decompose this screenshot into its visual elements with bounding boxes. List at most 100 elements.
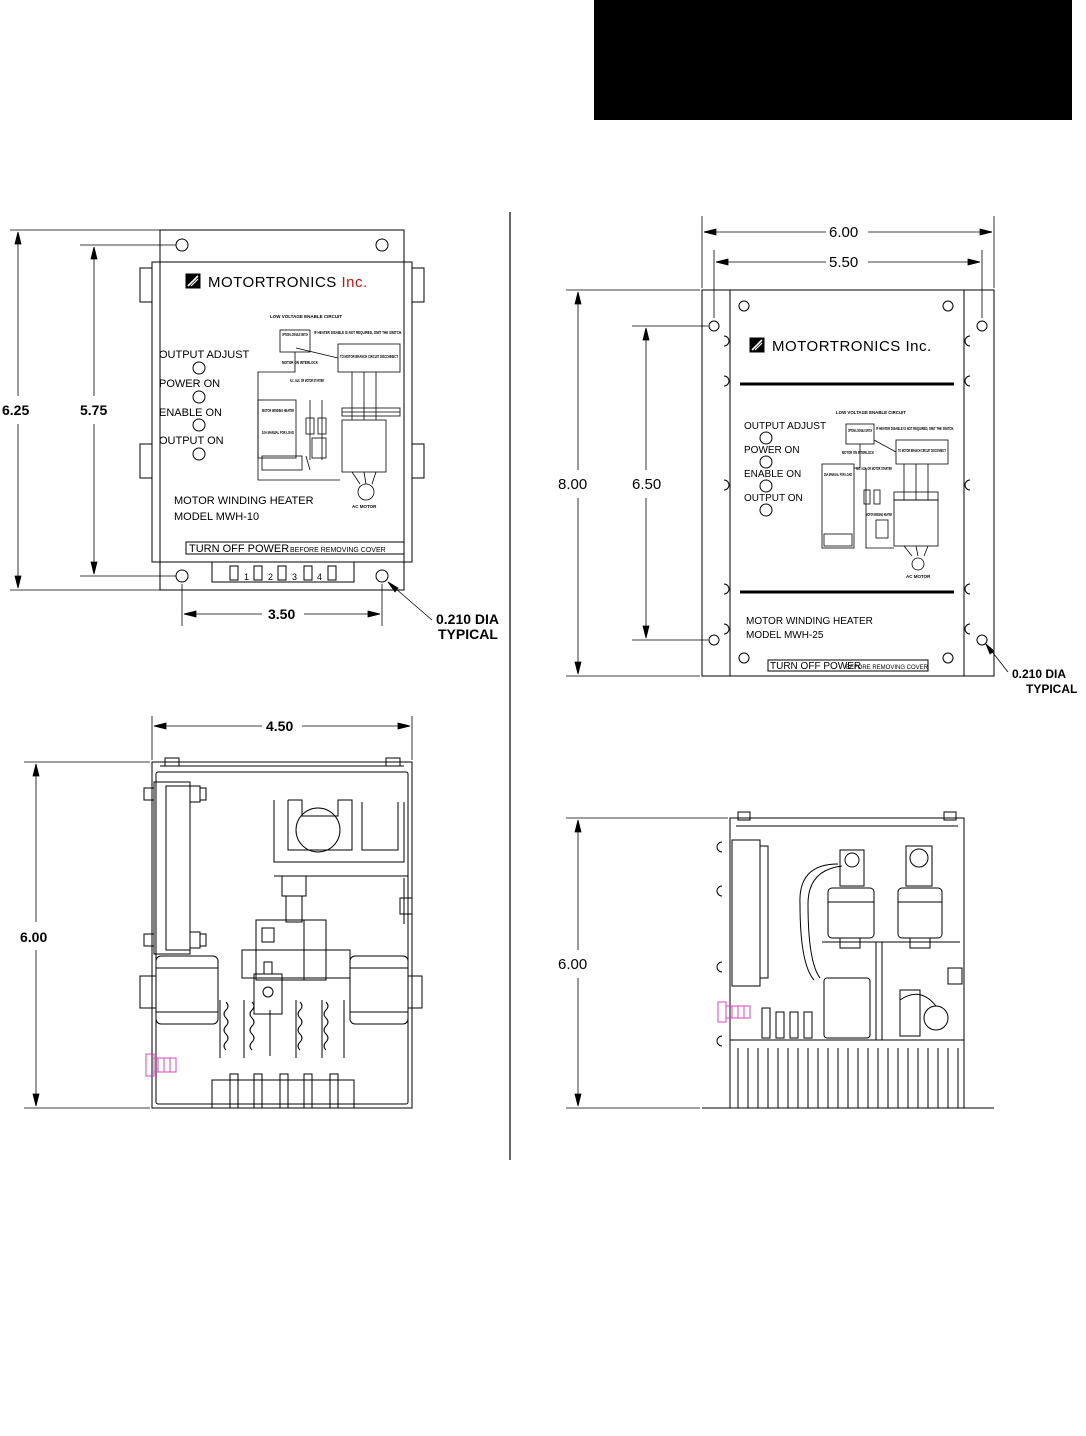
transformer [823,977,871,1039]
sensor-bulb [923,1005,949,1031]
mwh25-cover [729,289,965,677]
warning-label-box [185,541,405,555]
warning-text: TURN OFF POWER [770,661,861,672]
mwh10-housing [151,761,413,1109]
led-enable-on [192,418,206,432]
hole-note-typical: TYPICAL [1026,682,1077,696]
mounting-bracket [273,800,405,863]
dimension-height-inner: 5.75 [80,402,107,418]
relay-coil [295,807,341,853]
heater-coil [323,1001,329,1051]
inner-outline [155,771,409,1105]
mounting-hole [175,569,189,583]
panel-bolt [189,785,201,803]
warning-subtext: BEFORE REMOVING COVER [290,547,386,554]
heatsink-fins [702,1039,994,1109]
model-number: MODEL MWH-10 [174,511,259,523]
terminal-screw [229,565,239,581]
dimension-height: 6.00 [558,956,587,973]
mwh10-front-dimensions [10,229,433,626]
schematic-optional-switch: OPTIONAL DISABLE SWITCH [848,428,872,433]
label-enable-on: ENABLE ON [159,407,222,419]
terminal-label: 2 [268,572,273,582]
product-title: MOTOR WINDING HEATER [174,495,314,507]
terminal-screw [303,565,313,581]
schematic-title: LOW VOLTAGE ENABLE CIRCUIT [836,410,906,415]
label-power-on: POWER ON [159,378,220,390]
heater-coil [297,1001,303,1051]
product-title: MOTOR WINDING HEATER [746,616,873,627]
dimension-width-inner: 5.50 [829,254,858,271]
hole-note: 0.210 DIA [436,611,499,627]
led-power-on [759,455,773,469]
relay-left [839,849,865,887]
mwh10-front-view: LOW VOLTAGE ENABLE CIRCUIT OPTIONAL DISA… [10,229,433,626]
schematic-heater: MOTOR WINDING HEATER [866,512,892,517]
mwh10-back-plate [159,229,405,591]
heater-coil [223,1001,229,1051]
terminal-block [211,561,355,583]
ground-screw-icon [145,1053,177,1077]
schematic-interlock: MOTOR ON INTERLOCK [282,360,319,365]
heater-coil [249,1001,255,1051]
mwh25-side-dimensions [566,817,728,1109]
label-output-on: OUTPUT ON [159,435,224,447]
schematic-title: LOW VOLTAGE ENABLE CIRCUIT [270,314,342,319]
mounting-hole [708,634,720,646]
warning-subtext: BEFORE REMOVING COVER [846,665,929,671]
pcb-panel [731,839,761,987]
label-output-on: OUTPUT ON [744,493,803,504]
terminal-label: 3 [292,572,297,582]
warning-label-box [767,659,929,672]
hole-note-typical: TYPICAL [438,626,498,642]
led-output-adjust [759,431,773,445]
side-fastener [139,267,153,303]
mounting-hole [976,320,988,332]
side-fastener [139,443,153,479]
brand-name: MOTORTRONICS Inc. [208,274,368,291]
wire [807,865,843,979]
terminal-screw [253,565,263,581]
label-enable-on: ENABLE ON [744,469,801,480]
mwh25-side-view [566,811,994,1109]
schematic-interlock: MOTOR ON INTERLOCK [842,450,874,455]
label-output-adjust: OUTPUT ADJUST [159,349,250,361]
schematic-note: IF HEATER DISABLE IS NOT REQUIRED, OMIT … [876,426,954,431]
brand-name: MOTORTRONICS Inc. [772,338,932,355]
panel-bolt [189,931,201,949]
ground-screw-icon [717,1001,751,1023]
side-fastener [411,443,425,479]
mwh10-wiring-schematic: LOW VOLTAGE ENABLE CIRCUIT OPTIONAL DISA… [257,314,402,509]
left-hex-fitting [155,955,219,1025]
led-power-on [192,390,206,404]
terminal-label: 4 [317,572,322,582]
mwh10-side-dimensions [24,716,413,1109]
schematic-motor: AC MOTOR [906,574,931,579]
side-fastener [411,267,425,303]
mounting-hole [375,238,389,252]
pcb-edge [165,785,191,951]
dimension-width-outer: 6.00 [829,224,858,241]
mwh25-housing [729,817,965,1109]
mounting-hole [708,320,720,332]
dimension-height-outer: 8.00 [558,476,587,493]
wire [799,863,839,981]
mounting-hole [976,634,988,646]
schematic-optional-switch: OPTIONAL DISABLE SWITCH [282,332,308,337]
hex-fitting [897,887,943,939]
label-power-on: POWER ON [744,445,800,456]
terminal-label: 1 [244,572,249,582]
mwh25-front-view: LOW VOLTAGE ENABLE CIRCUIT OPTIONAL DISA… [566,216,1009,677]
mounting-hole [375,569,389,583]
led-output-adjust [192,361,206,375]
mwh25-wiring-schematic: LOW VOLTAGE ENABLE CIRCUIT OPTIONAL DISA… [821,410,954,579]
schematic-aux: N.C. AUX. OR MOTOR STARTER [290,378,324,383]
dimension-height-outer: 6.25 [2,402,29,418]
schematic-aux: N.C. AUX. OR MOTOR STARTER [856,466,892,471]
label-output-adjust: OUTPUT ADJUST [744,421,826,432]
model-number: MODEL MWH-25 [746,630,824,641]
schematic-note: IF HEATER DISABLE IS NOT REQUIRED, OMIT … [314,330,402,335]
mounting-hole [175,238,189,252]
header-banner [594,0,1072,120]
